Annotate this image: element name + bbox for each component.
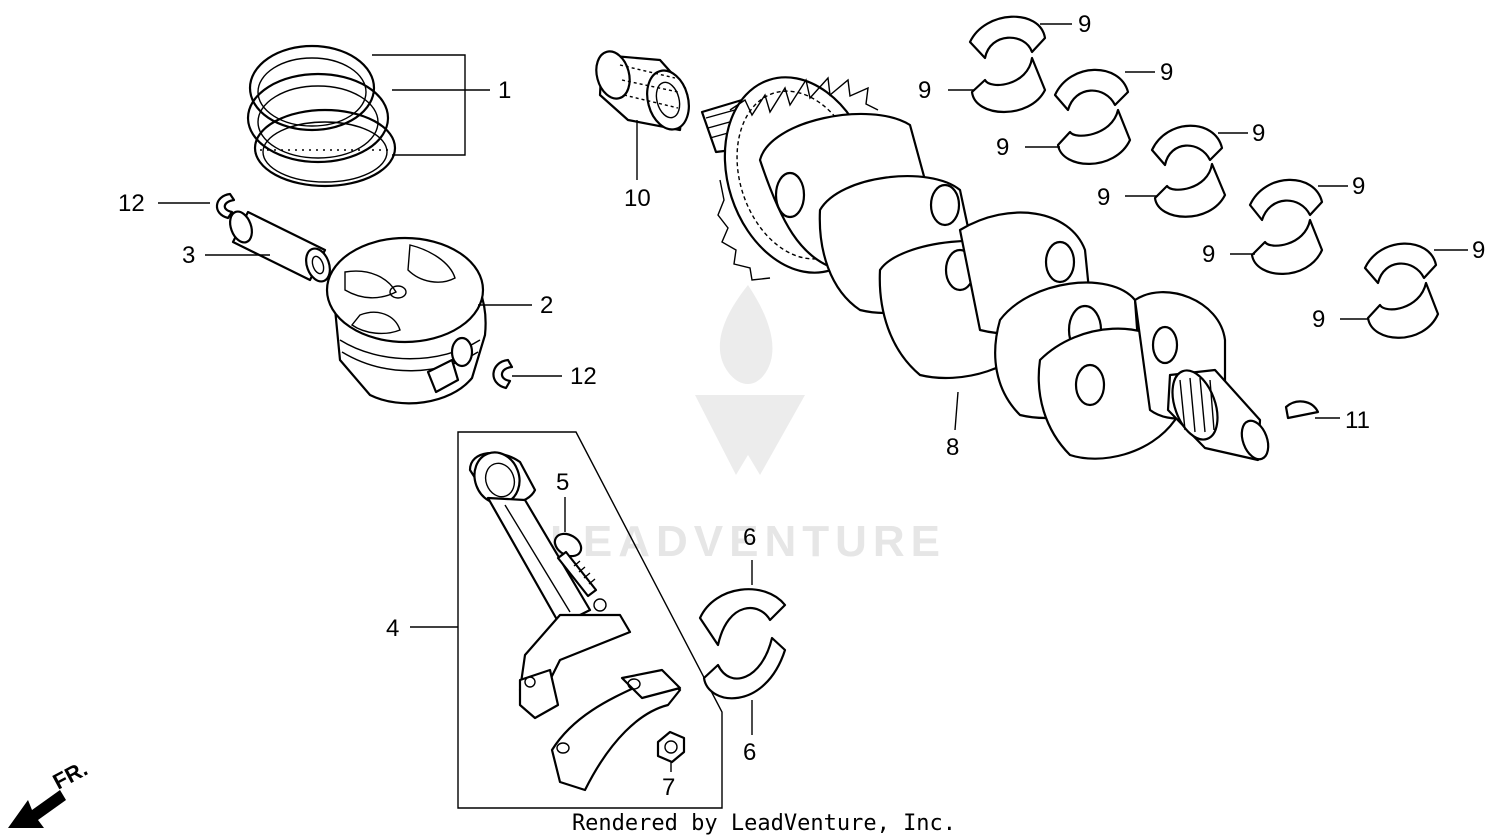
piston-pin-clip-lower bbox=[492, 358, 514, 390]
callout-9: 9 bbox=[1472, 237, 1485, 264]
connecting-rod bbox=[468, 451, 632, 720]
connecting-rod-bolt bbox=[553, 532, 598, 598]
callout-11: 11 bbox=[1345, 407, 1370, 434]
callout-9: 9 bbox=[1160, 59, 1173, 86]
crankshaft-sub-gear bbox=[595, 50, 690, 132]
callout-6-lower: 6 bbox=[743, 739, 756, 766]
callout-10: 10 bbox=[624, 185, 651, 212]
leader-line-8 bbox=[954, 391, 959, 431]
callout-9: 9 bbox=[1078, 11, 1091, 38]
front-direction-arrow-icon bbox=[8, 790, 66, 828]
callout-9: 9 bbox=[1352, 173, 1365, 200]
woodruff-key bbox=[1284, 400, 1320, 420]
callout-9: 9 bbox=[1097, 184, 1110, 211]
callout-9: 9 bbox=[1312, 306, 1325, 333]
callout-12-lower: 12 bbox=[570, 363, 597, 390]
crankshaft bbox=[700, 76, 1270, 462]
callout-9: 9 bbox=[1202, 241, 1215, 268]
render-credit: Rendered by LeadVenture, Inc. bbox=[572, 811, 956, 836]
connecting-rod-bearing-pair bbox=[698, 588, 787, 700]
callout-9: 9 bbox=[996, 134, 1009, 161]
callout-1: 1 bbox=[498, 77, 511, 104]
callout-2: 2 bbox=[540, 292, 553, 319]
piston-ring-set bbox=[246, 44, 397, 188]
connecting-rod-assembly-box bbox=[457, 431, 723, 809]
piston bbox=[325, 236, 487, 405]
callout-3: 3 bbox=[182, 242, 195, 269]
watermark-text: LEADVENTURE bbox=[550, 517, 946, 566]
leader-lines-9 bbox=[948, 23, 1468, 320]
crankshaft-drive-gear bbox=[717, 76, 879, 281]
connecting-rod-nut bbox=[656, 730, 686, 764]
callout-9: 9 bbox=[918, 77, 931, 104]
connecting-rod-cap bbox=[550, 668, 682, 792]
callout-6-upper: 6 bbox=[743, 524, 756, 551]
front-direction-label: FR. bbox=[49, 756, 92, 795]
piston-pin bbox=[229, 210, 331, 283]
callout-4: 4 bbox=[386, 615, 399, 642]
watermark-logo-icon bbox=[695, 285, 805, 475]
callout-8: 8 bbox=[946, 434, 959, 461]
main-bearing-set bbox=[968, 15, 1440, 339]
leader-line-1 bbox=[372, 54, 490, 156]
callout-9: 9 bbox=[1252, 120, 1265, 147]
callout-5: 5 bbox=[556, 469, 569, 496]
callout-7: 7 bbox=[662, 774, 675, 801]
piston-pin-clip-upper bbox=[215, 192, 236, 220]
callout-12-upper: 12 bbox=[118, 190, 145, 217]
